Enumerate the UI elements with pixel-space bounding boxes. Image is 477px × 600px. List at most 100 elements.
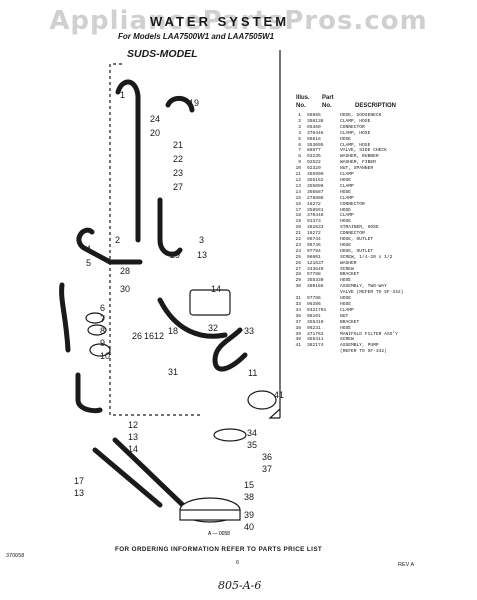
callout: 11	[248, 368, 257, 378]
callout: 27	[173, 182, 183, 192]
callout: 13	[128, 432, 138, 442]
illus-number: 38	[295, 325, 301, 331]
part-description: CLAMP	[340, 195, 354, 201]
part-description: VALVE (REFER TO SF-342)	[340, 290, 404, 296]
callout: 41	[274, 390, 284, 400]
part-description: SCREW	[340, 266, 354, 272]
callout: 36	[262, 452, 272, 462]
callout: 17	[74, 476, 84, 486]
part-description: CLAMP	[340, 213, 354, 219]
part-number: 98601	[307, 254, 321, 260]
hose-31	[157, 297, 228, 339]
part-number: 16272	[307, 201, 321, 207]
callout: 14	[211, 284, 221, 294]
part-number: 96746	[307, 242, 321, 248]
callout: 2	[115, 235, 120, 245]
part-description: CONNECTOR	[340, 124, 365, 130]
part-description: CLAMP, HOSE	[340, 118, 371, 124]
illus-number: 18	[295, 213, 301, 219]
pump-bracket	[213, 428, 247, 442]
callout: 8	[100, 326, 105, 336]
page-number: 6	[236, 560, 240, 566]
part-number: 355096	[307, 183, 324, 189]
callout: 13	[197, 250, 207, 260]
callout: 21	[173, 140, 183, 150]
illus-number: 36	[295, 313, 301, 319]
illus-number: 39	[295, 331, 301, 337]
parts-row: 38 96231 HOSE	[287, 326, 472, 332]
part-number: 355999	[307, 172, 324, 178]
callout: 31	[168, 367, 178, 377]
hose-13	[92, 447, 163, 508]
callout: 40	[244, 522, 254, 532]
callout: 34	[247, 428, 257, 438]
part-number: 356587	[307, 189, 324, 195]
part-number: 370446	[307, 130, 324, 136]
part-number: 96231	[307, 325, 321, 331]
part-description: WASHER, RUBBER	[340, 154, 379, 160]
illus-number: 22	[295, 237, 301, 243]
part-description: WASHER, FIBER	[340, 160, 376, 166]
part-description: HOSE, GOOSENECK	[340, 113, 382, 118]
part-description: CLAMP	[340, 172, 354, 178]
callout: 12	[128, 420, 138, 430]
revision: REV A	[398, 562, 415, 568]
part-description: ASSEMBLY, TWO-WAY	[340, 284, 387, 290]
part-number: 356138	[307, 118, 324, 124]
callout: 29	[170, 250, 180, 260]
gooseneck-hose	[115, 79, 141, 243]
ordering-footer: FOR ORDERING INFORMATION REFER TO PARTS …	[115, 546, 323, 553]
part-number: 97788	[307, 272, 321, 278]
callout: 3	[199, 235, 204, 245]
callout: 35	[247, 440, 257, 450]
callout: 20	[150, 128, 160, 138]
callout: 32	[208, 323, 218, 333]
watermark: AppliancePartsPros.com	[49, 6, 428, 36]
part-number: 92329	[307, 166, 321, 172]
callout: 9	[100, 338, 105, 348]
diagram-code: A — 0058	[208, 531, 230, 537]
part-description: (REFER TO SF-342)	[340, 349, 387, 355]
part-number: 95460	[307, 124, 321, 130]
part-number: 371763	[307, 331, 324, 337]
callout: 37	[262, 464, 272, 474]
two-way-valve	[189, 289, 231, 316]
part-description: HOSE	[340, 325, 352, 331]
illus-number: 41	[295, 343, 301, 349]
part-number: 9421701	[307, 307, 327, 313]
illus-number: 21	[295, 231, 301, 237]
part-number: 360166	[307, 284, 324, 290]
part-description: ASSEMBLY, PUMP	[340, 343, 379, 349]
illus-number: 7	[298, 148, 301, 154]
hose-19	[165, 95, 195, 113]
illus-number: 12	[295, 177, 301, 183]
hose-14	[112, 437, 193, 515]
illus-number: 2	[298, 118, 301, 124]
illus-number: 10	[295, 166, 301, 172]
illus-number: 3	[298, 124, 301, 130]
illus-number: 17	[295, 207, 301, 213]
callout: 39	[244, 510, 254, 520]
part-description: STRAINER, HOSE	[340, 225, 379, 231]
part-number: 93235	[307, 154, 321, 160]
part-description: HOSE	[340, 296, 352, 302]
illus-number: 20	[295, 225, 301, 231]
part-number: 370446	[307, 213, 324, 219]
callout: 7	[100, 314, 105, 324]
illus-number: 14	[295, 189, 301, 195]
